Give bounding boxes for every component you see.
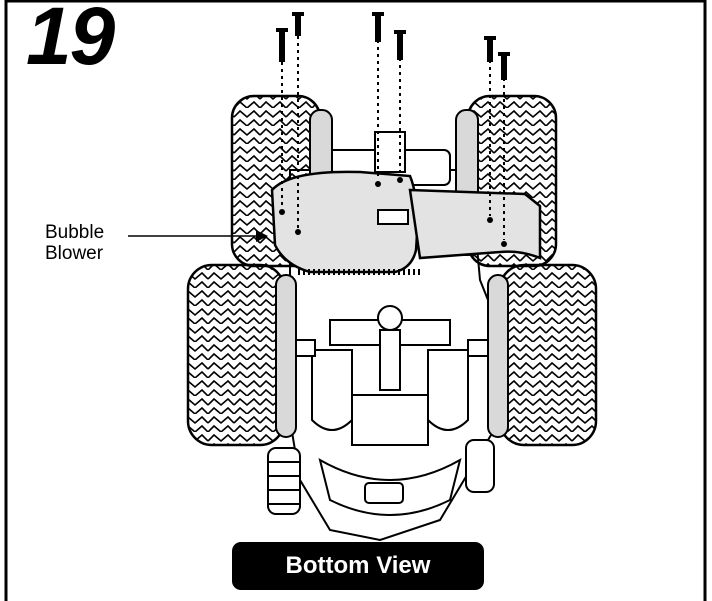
screw-paths (281, 36, 505, 240)
callout-leader (128, 230, 268, 242)
screw-1 (276, 28, 288, 62)
callout-line-2: Blower (45, 243, 104, 264)
screw-2 (292, 12, 304, 36)
spring-coil (267, 447, 301, 515)
view-label: Bottom View (232, 542, 484, 590)
screws (276, 12, 510, 80)
wheel-front-right (487, 263, 598, 447)
wheel-front-left (186, 263, 297, 447)
callout-line-1: Bubble (45, 222, 105, 243)
vehicle-chassis (278, 131, 501, 542)
screw-5 (484, 36, 496, 62)
screw-3 (372, 12, 384, 42)
part-callout: Bubble Blower (45, 222, 104, 264)
screw-6 (498, 52, 510, 80)
screw-4 (394, 30, 406, 60)
bubble-blower-part (270, 170, 542, 275)
screw-holes (279, 177, 507, 247)
step-number: 19 (26, 0, 115, 82)
